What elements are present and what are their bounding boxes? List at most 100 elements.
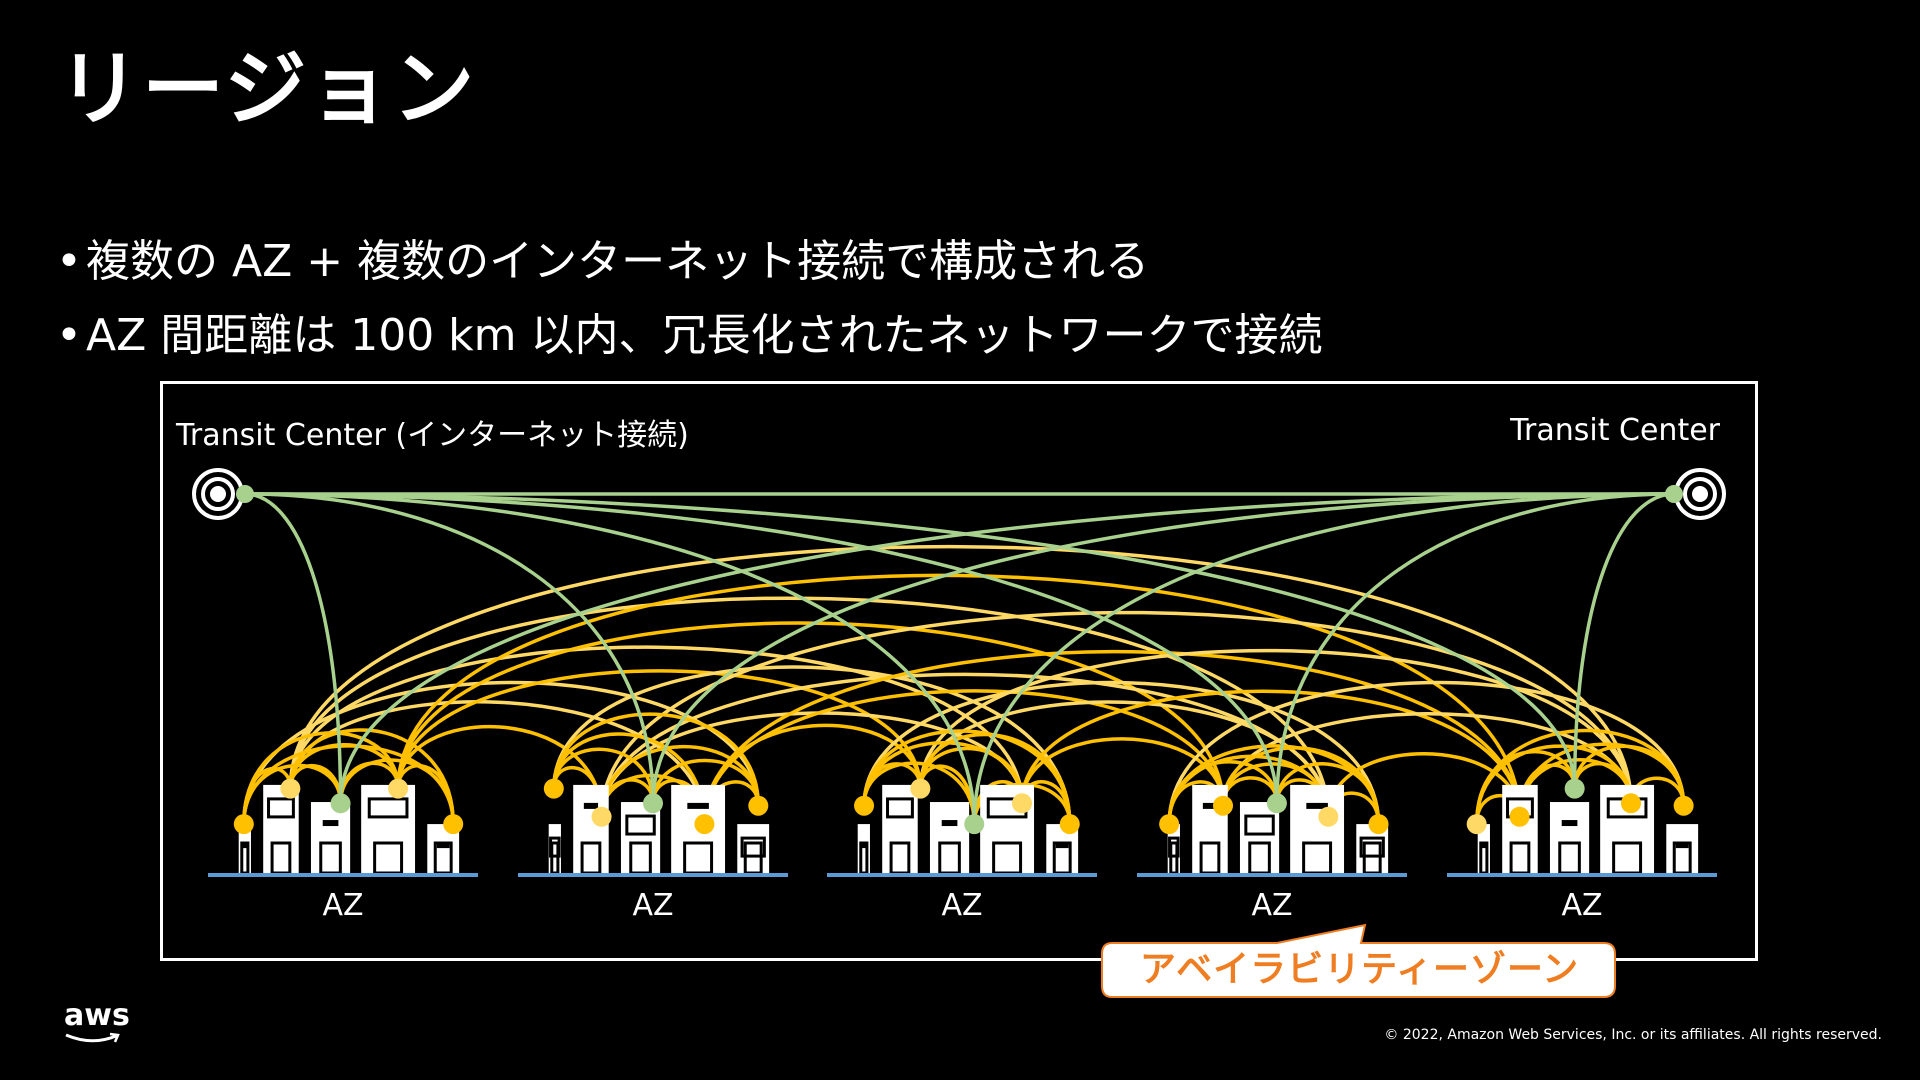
transit-center-left-label: Transit Center (インターネット接続) bbox=[176, 418, 689, 453]
inter-az-link bbox=[396, 669, 923, 789]
inter-az-link bbox=[552, 665, 1072, 825]
network-node bbox=[1368, 814, 1389, 835]
network-node bbox=[1673, 795, 1694, 816]
connection-lines bbox=[242, 492, 1686, 825]
building-window bbox=[1675, 842, 1689, 849]
inter-az-link bbox=[918, 648, 1633, 804]
az-label: AZ bbox=[1561, 888, 1603, 923]
building-window bbox=[436, 842, 450, 849]
network-node bbox=[1266, 793, 1287, 814]
transit-uplink bbox=[651, 492, 1675, 804]
transit-uplink bbox=[338, 492, 1675, 804]
network-node bbox=[1509, 806, 1530, 827]
network-node bbox=[964, 814, 985, 835]
building bbox=[620, 802, 661, 873]
slide-title: リージョン bbox=[58, 42, 477, 137]
aws-smile-icon bbox=[65, 1032, 120, 1043]
az-baseline bbox=[1137, 873, 1407, 877]
bullet-text: 複数の AZ + 複数のインターネット接続で構成される bbox=[86, 236, 1150, 287]
intra-az-link bbox=[972, 782, 1072, 825]
building-window bbox=[1055, 842, 1069, 849]
building bbox=[310, 802, 351, 873]
az-label: AZ bbox=[1251, 888, 1293, 923]
network-node bbox=[748, 795, 769, 816]
building-window bbox=[625, 814, 656, 836]
intra-az-link bbox=[552, 712, 761, 806]
inter-az-link bbox=[599, 711, 1024, 817]
network-node bbox=[1318, 806, 1339, 827]
transit-center-icon bbox=[1674, 468, 1726, 520]
building bbox=[929, 802, 970, 873]
az-baseline bbox=[518, 873, 788, 877]
building bbox=[1239, 802, 1280, 873]
transit-node bbox=[1665, 485, 1683, 503]
building-window bbox=[583, 802, 599, 809]
ring bbox=[1683, 477, 1717, 511]
az-buildings bbox=[1137, 784, 1407, 877]
transit-node bbox=[236, 485, 254, 503]
intra-az-link bbox=[1275, 762, 1381, 825]
inter-az-link bbox=[288, 645, 1024, 804]
building-window bbox=[267, 797, 295, 819]
ring-center bbox=[1692, 486, 1708, 502]
aws-logo: aws bbox=[64, 998, 130, 1043]
az-baseline bbox=[208, 873, 478, 877]
building bbox=[1290, 784, 1345, 873]
transit-uplink bbox=[244, 492, 1577, 789]
network-node bbox=[1620, 793, 1641, 814]
inter-az-link bbox=[702, 649, 1522, 825]
network-node bbox=[443, 814, 464, 835]
az-buildings bbox=[1447, 784, 1717, 877]
intra-az-link bbox=[651, 758, 761, 806]
building-window bbox=[1244, 814, 1275, 836]
network-node bbox=[1466, 814, 1487, 835]
availability-zone-callout: アベイラビリティーゾーン bbox=[1101, 923, 1617, 998]
network-node bbox=[694, 814, 715, 835]
transit-uplink bbox=[1572, 492, 1675, 789]
building-window bbox=[740, 836, 766, 858]
network-node bbox=[388, 778, 409, 799]
transit-uplink bbox=[244, 492, 655, 804]
building-window bbox=[1481, 842, 1487, 849]
az-label: AZ bbox=[322, 888, 364, 923]
network-node bbox=[643, 793, 663, 814]
transit-center-icon bbox=[192, 468, 244, 520]
callout-bubble bbox=[1101, 923, 1616, 998]
network-node bbox=[910, 778, 931, 799]
inter-az-link bbox=[862, 680, 1381, 825]
network-node bbox=[1564, 778, 1585, 799]
network-node bbox=[280, 778, 301, 799]
intra-az-link bbox=[396, 764, 455, 825]
building-window bbox=[1202, 802, 1218, 809]
callout-text: アベイラビリティーゾーン bbox=[1139, 949, 1580, 990]
building bbox=[573, 784, 609, 873]
intra-az-link bbox=[1572, 744, 1686, 806]
building-window bbox=[1359, 836, 1385, 858]
copyright: © 2022, Amazon Web Services, Inc. or its… bbox=[1384, 1027, 1882, 1043]
bullet-list: •複数の AZ + 複数のインターネット接続で構成される •AZ 間距離は 10… bbox=[56, 225, 1323, 373]
building bbox=[1549, 802, 1590, 873]
building bbox=[1666, 824, 1699, 873]
inter-az-link bbox=[1020, 737, 1225, 806]
transit-uplink bbox=[1275, 492, 1675, 804]
network-node bbox=[854, 795, 875, 816]
building-window bbox=[367, 797, 409, 819]
building-window bbox=[941, 820, 958, 827]
bullet-item: •複数の AZ + 複数のインターネット接続で構成される bbox=[56, 236, 1150, 287]
network-node bbox=[1159, 814, 1180, 835]
building-window bbox=[1306, 802, 1328, 809]
bullet-text: AZ 間距離は 100 km 以内、冗長化されたネットワークで接続 bbox=[86, 310, 1323, 361]
network-node bbox=[1012, 793, 1033, 814]
az-baseline bbox=[1447, 873, 1717, 877]
az-label: AZ bbox=[632, 888, 674, 923]
inter-az-link bbox=[1020, 689, 1522, 817]
building-window bbox=[687, 802, 709, 809]
transit-uplink bbox=[244, 492, 343, 804]
inter-az-link bbox=[288, 544, 1633, 804]
transit-uplink bbox=[244, 492, 1279, 804]
ring-center bbox=[210, 486, 226, 502]
transit-uplink bbox=[244, 492, 976, 825]
building-window bbox=[1561, 820, 1578, 827]
network-node bbox=[233, 814, 254, 835]
az-baseline bbox=[827, 873, 1097, 877]
